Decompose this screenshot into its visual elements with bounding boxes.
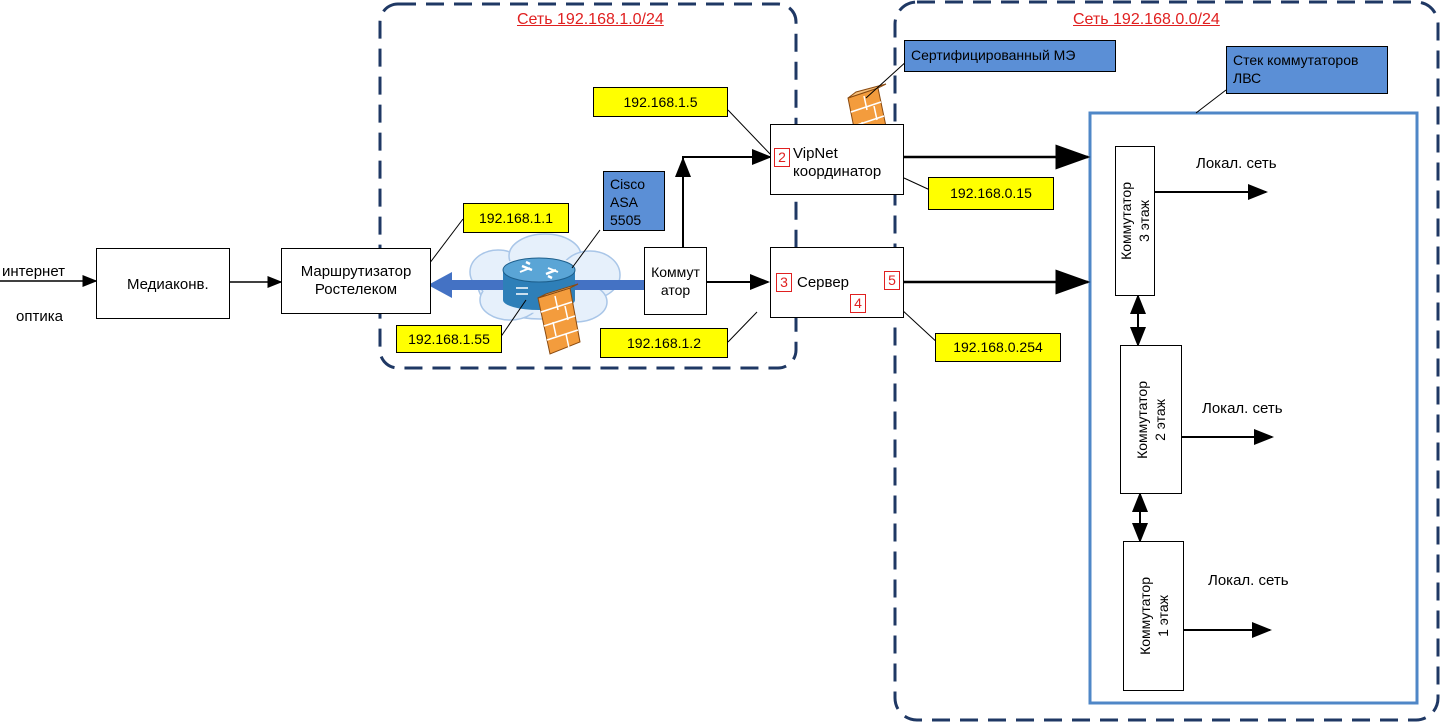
ip-192-168-1-2: 192.168.1.2: [600, 328, 728, 358]
router-label: Маршрутизатор Ростелеком: [300, 263, 412, 298]
ip-192-168-1-1: 192.168.1.1: [463, 203, 569, 233]
lan-label-floor-3: Локал. сеть: [1196, 155, 1277, 172]
network-right-title: Сеть 192.168.0.0/24: [1073, 11, 1220, 28]
lan-label-floor-1: Локал. сеть: [1208, 572, 1289, 589]
ip-192-168-1-5: 192.168.1.5: [593, 87, 728, 117]
router-box: Маршрутизатор Ростелеком: [281, 248, 431, 314]
switch-floor-1-name: Коммутатор: [1136, 577, 1153, 655]
internet-label: интернет: [2, 263, 66, 280]
cisco-note: Cisco ASA 5505: [603, 171, 665, 231]
port-5: 5: [884, 271, 900, 290]
switch-floor-3-floor: 3 этаж: [1136, 200, 1152, 242]
media-converter-box: Медиаконв.: [96, 248, 230, 319]
certified-fw-note: Сертифицированный МЭ: [904, 40, 1116, 72]
optics-label: оптика: [16, 308, 63, 325]
ip-192-168-0-254: 192.168.0.254: [935, 333, 1061, 362]
port-4: 4: [850, 294, 866, 313]
network-frame-right: [893, 0, 1440, 722]
server-label: Сервер: [797, 274, 850, 291]
lan-label-floor-2: Локал. сеть: [1202, 400, 1283, 417]
server-box: Сервер: [770, 247, 904, 318]
vipnet-box: VipNet координатор: [770, 124, 904, 195]
ip-192-168-1-55: 192.168.1.55: [396, 325, 502, 353]
switch-box: Коммутатор: [644, 247, 707, 315]
firewall-icon-cisco: [537, 283, 581, 355]
port-3: 3: [776, 273, 792, 292]
media-converter-label: Медиаконв.: [127, 276, 209, 293]
switch-floor-2-name: Коммутатор: [1134, 380, 1150, 459]
switch-stack-note: Стек коммутаторов ЛВС: [1226, 46, 1388, 94]
switch-label: Коммутатор: [651, 264, 700, 298]
switch-floor-2: Коммутатор 2 этаж: [1120, 345, 1182, 494]
switch-floor-3: Коммутатор 3 этаж: [1115, 146, 1155, 296]
switch-floor-3-name: Коммутатор: [1118, 182, 1134, 260]
switch-floor-2-floor: 2 этаж: [1152, 398, 1168, 441]
switch-floor-1-floor: 1 этаж: [1154, 595, 1171, 637]
switch-stack-frame: [1088, 111, 1419, 705]
ip-192-168-0-15: 192.168.0.15: [928, 177, 1054, 210]
port-2: 2: [774, 148, 790, 167]
network-left-title: Сеть 192.168.1.0/24: [517, 11, 664, 28]
vipnet-label: VipNet координатор: [793, 145, 882, 180]
switch-floor-1: Коммутатор 1 этаж: [1123, 541, 1184, 691]
